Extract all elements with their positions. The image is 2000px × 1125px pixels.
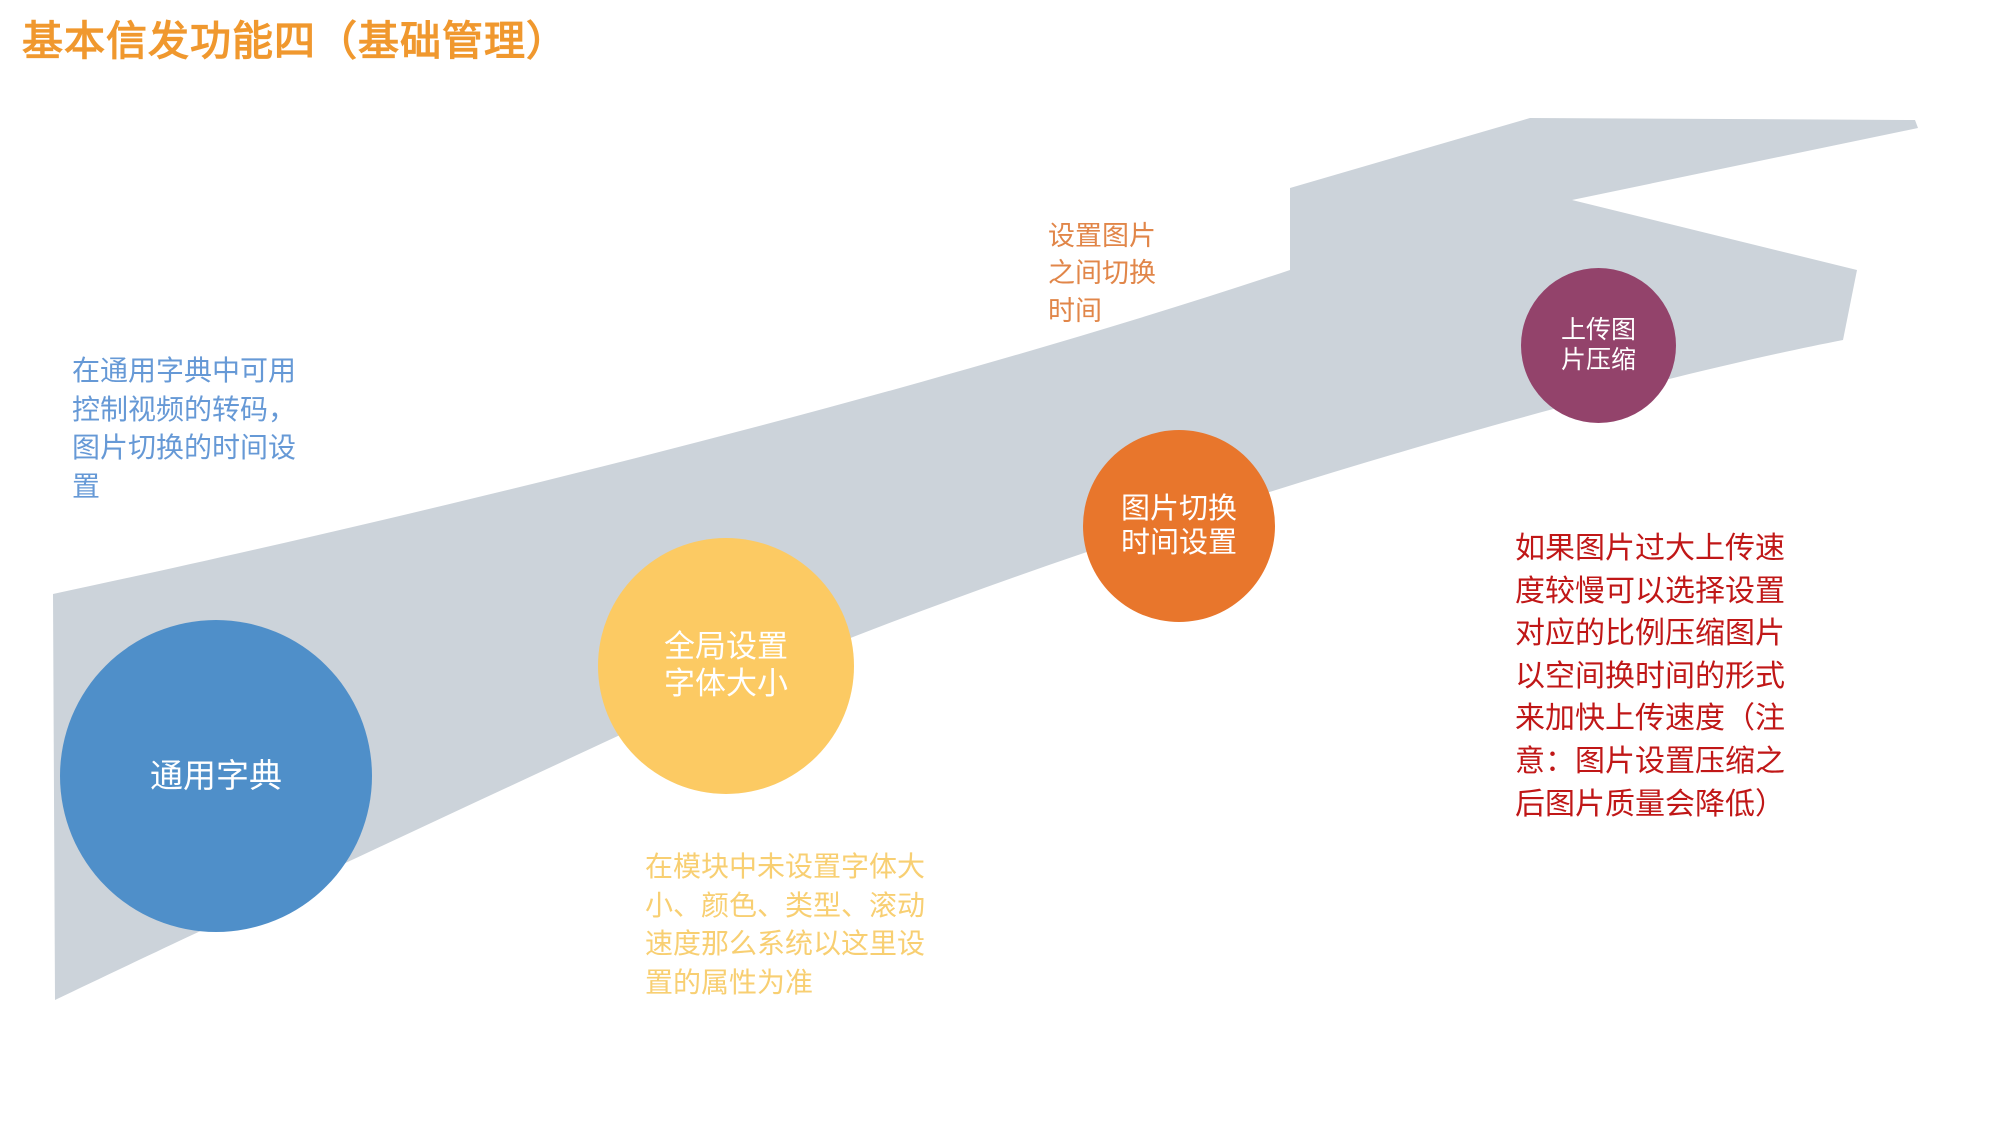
- node-circle-upload-compress[interactable]: 上传图 片压缩: [1521, 268, 1676, 423]
- node-circle-image-switch[interactable]: 图片切换 时间设置: [1083, 430, 1275, 622]
- node-circle-dictionary[interactable]: 通用字典: [60, 620, 372, 932]
- node-label-image-switch: 图片切换 时间设置: [1120, 492, 1237, 559]
- caption-image-switch: 设置图片 之间切换 时间: [1048, 221, 1156, 326]
- page-title: 基本信发功能四（基础管理）: [22, 18, 568, 64]
- caption-dictionary: 在通用字典中可用控制视频的转码，图片切换的时间设置: [72, 355, 297, 502]
- node-label-global-font: 全局设置 字体大小: [664, 629, 788, 701]
- caption-upload-compress: 如果图片过大上传速度较慢可以选择设置对应的比例压缩图片以空间换时间的形式来加快上…: [1515, 532, 1785, 821]
- node-label-dictionary: 通用字典: [150, 756, 282, 794]
- caption-global-font: 在模块中未设置字体大小、颜色、类型、滚动速度那么系统以这里设置的属性为准: [645, 851, 926, 998]
- arrow-shape: [53, 118, 1918, 1000]
- node-label-upload-compress: 上传图 片压缩: [1560, 316, 1636, 374]
- node-circle-global-font[interactable]: 全局设置 字体大小: [598, 538, 854, 794]
